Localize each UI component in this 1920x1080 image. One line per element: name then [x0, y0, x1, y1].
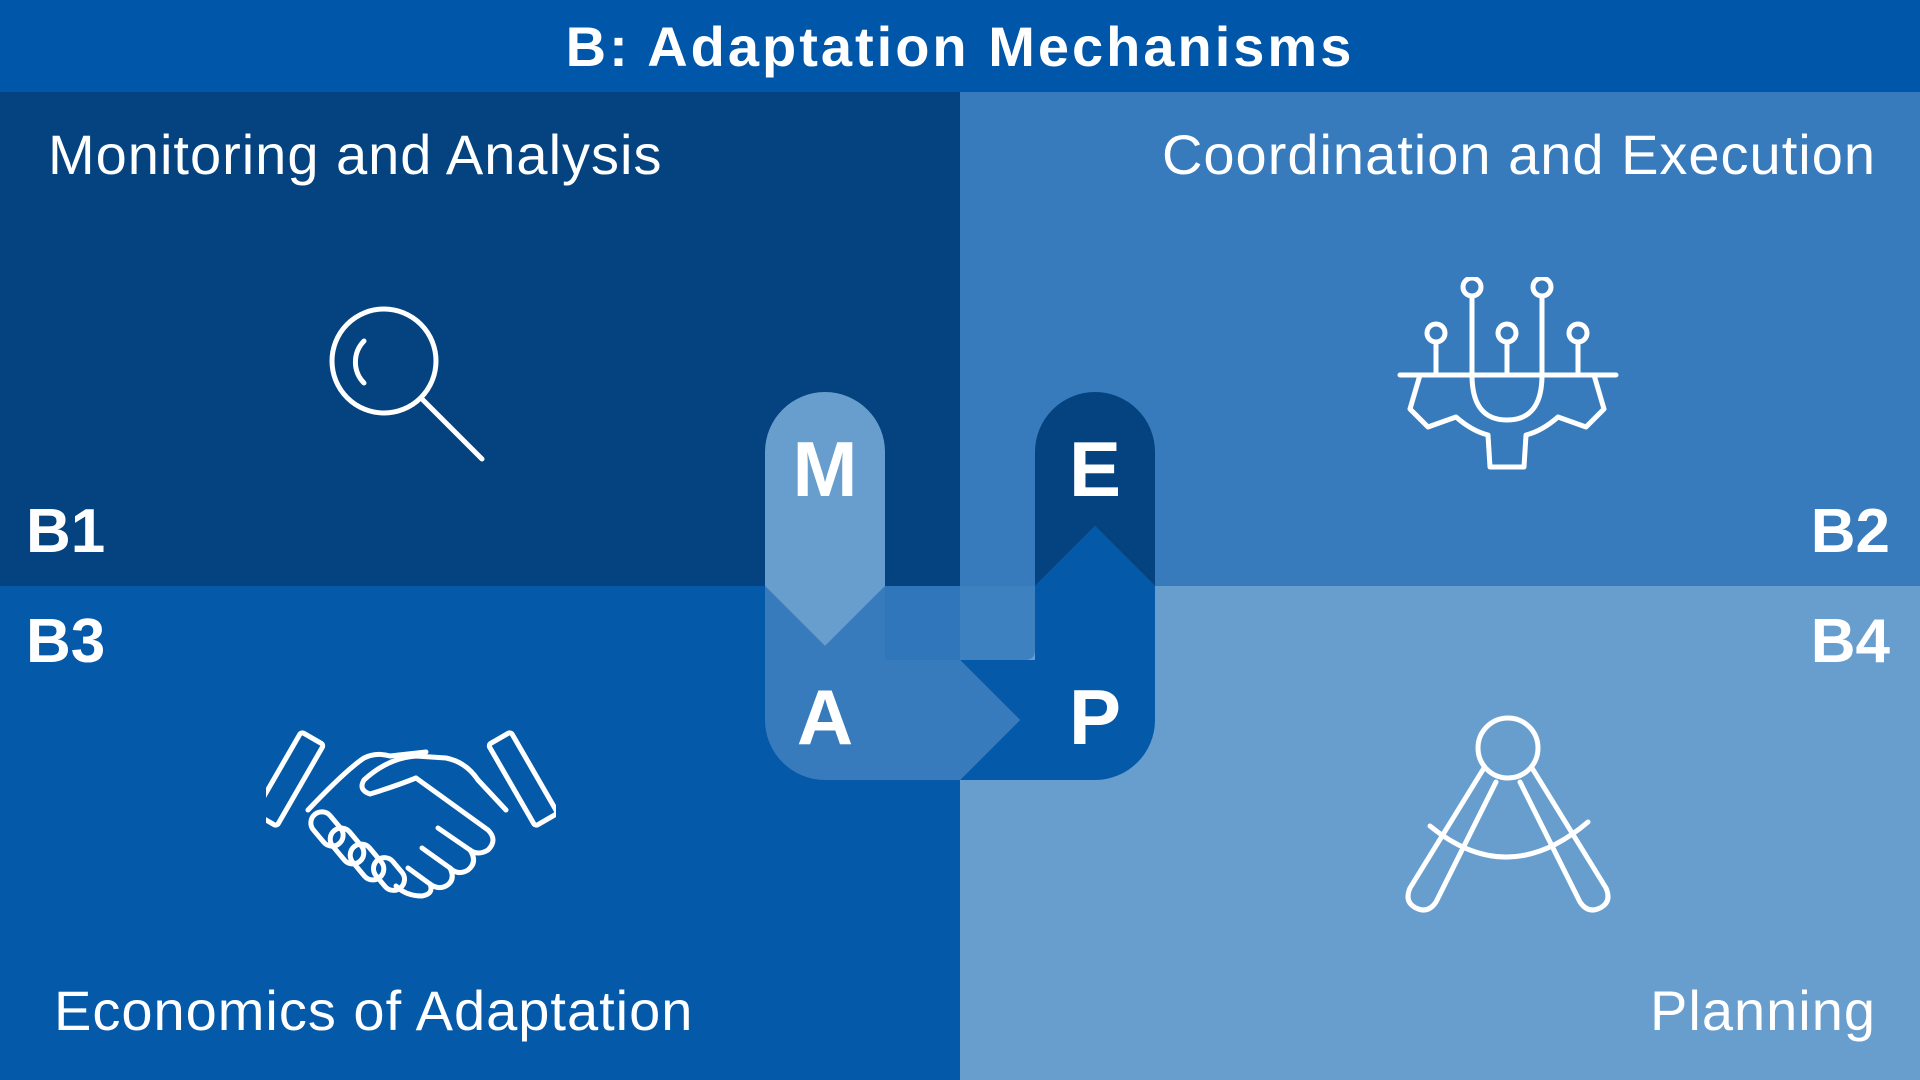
quadrant-title-b4: Planning	[1650, 979, 1876, 1042]
page-title: B: Adaptation Mechanisms	[565, 14, 1355, 78]
quadrant-title-b3: Economics of Adaptation	[54, 979, 694, 1042]
mape-p-shape	[960, 526, 1155, 780]
mape-connector	[885, 586, 1035, 660]
quadrant-code-b1: B1	[26, 497, 106, 566]
mape-letter-p: P	[1068, 673, 1122, 761]
magnifier-icon	[320, 297, 500, 482]
quadrant-b2: Coordination and Execution B2	[960, 92, 1920, 586]
mape-e-to-header-arrow	[1035, 392, 1155, 586]
quadrant-code-b4: B4	[1810, 607, 1890, 676]
drafting-compass-icon	[1400, 712, 1620, 927]
mape-a-shape	[765, 586, 1020, 780]
quadrant-code-b3: B3	[26, 607, 106, 676]
quadrant-title-b2: Coordination and Execution	[1161, 123, 1876, 186]
mape-letter-a: A	[796, 673, 854, 761]
mape-m-shape	[765, 392, 885, 646]
mape-letter-m: M	[792, 425, 858, 513]
gear-circuit-icon	[1390, 275, 1630, 512]
header-bar: B: Adaptation Mechanisms	[0, 0, 1920, 92]
quadrant-title-b1: Monitoring and Analysis	[48, 123, 663, 186]
mape-letter-e: E	[1068, 425, 1122, 513]
quadrant-code-b2: B2	[1810, 497, 1890, 566]
handshake-icon	[252, 710, 560, 905]
